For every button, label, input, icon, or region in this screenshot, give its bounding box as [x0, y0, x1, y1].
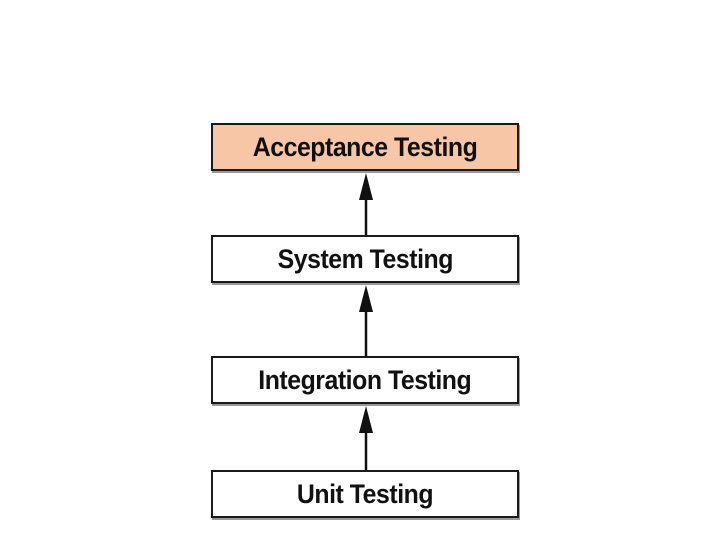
integration-testing-label: Integration Testing	[258, 364, 472, 395]
system-testing-label: System Testing	[277, 243, 453, 274]
arrow-unit-to-integration	[359, 406, 373, 470]
integration-testing-box: Integration Testing	[211, 356, 519, 404]
arrow-integration-to-system	[359, 285, 373, 356]
unit-testing-label: Unit Testing	[296, 478, 434, 509]
arrow-system-to-acceptance	[359, 173, 373, 235]
system-testing-box: System Testing	[211, 235, 519, 283]
unit-testing-box: Unit Testing	[211, 470, 519, 518]
acceptance-testing-label: Acceptance Testing	[252, 131, 478, 162]
acceptance-testing-box: Acceptance Testing	[211, 123, 519, 171]
